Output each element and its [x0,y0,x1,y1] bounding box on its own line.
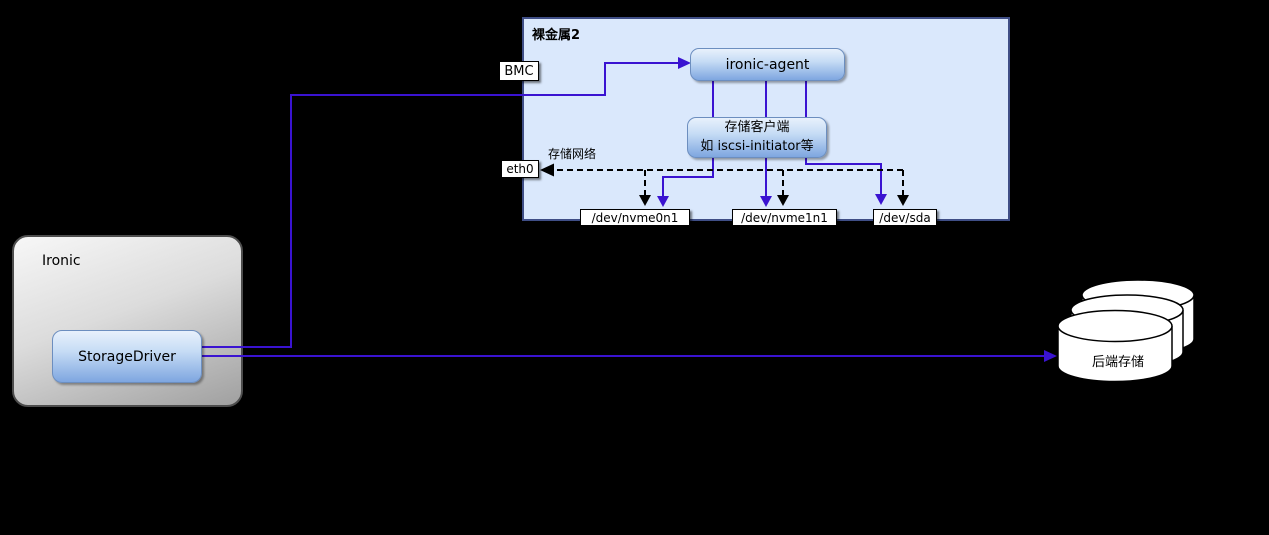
ironic-agent-node: ironic-agent [690,48,845,81]
backend-storage-label: 后端存储 [1091,355,1144,370]
storage-client-line2: 如 iscsi-initiator等 [700,138,814,154]
agent-client-links [712,81,807,118]
device-label-nvme0n1: /dev/nvme0n1 [591,210,679,225]
bmc-port-box: BMC [499,61,539,81]
bmc-connection-arrowhead [678,57,691,69]
storage-client-line1: 存储客户端 [724,119,790,135]
database-cylinders-icon [1057,279,1195,383]
ironic-title: Ironic [42,253,81,269]
storage-network-label: 存储网络 [548,147,597,161]
bare-metal-title: 裸金属2 [532,28,581,43]
device-label-nvme1n1: /dev/nvme1n1 [741,210,828,225]
storage-network-arrowheads [540,163,909,206]
eth0-port-box: eth0 [501,160,539,178]
device-box-nvme0n1: /dev/nvme0n1 [580,209,690,226]
bmc-connection-line [202,62,680,348]
storage-driver-label: StorageDriver [78,348,176,365]
eth0-port-label: eth0 [506,162,534,176]
storage-network-dashed-lines [547,169,904,196]
bmc-port-label: BMC [504,63,534,79]
device-label-sda: /dev/sda [879,210,931,225]
ironic-agent-label: ironic-agent [725,56,810,73]
backend-storage-arrowhead [1044,350,1057,362]
storage-driver-node: StorageDriver [52,330,202,383]
device-box-nvme1n1: /dev/nvme1n1 [732,209,837,226]
client-device-arrowheads [657,194,887,207]
client-device-links [662,158,882,197]
device-box-sda: /dev/sda [873,209,937,226]
storage-client-node: 存储客户端 如 iscsi-initiator等 [687,117,827,158]
